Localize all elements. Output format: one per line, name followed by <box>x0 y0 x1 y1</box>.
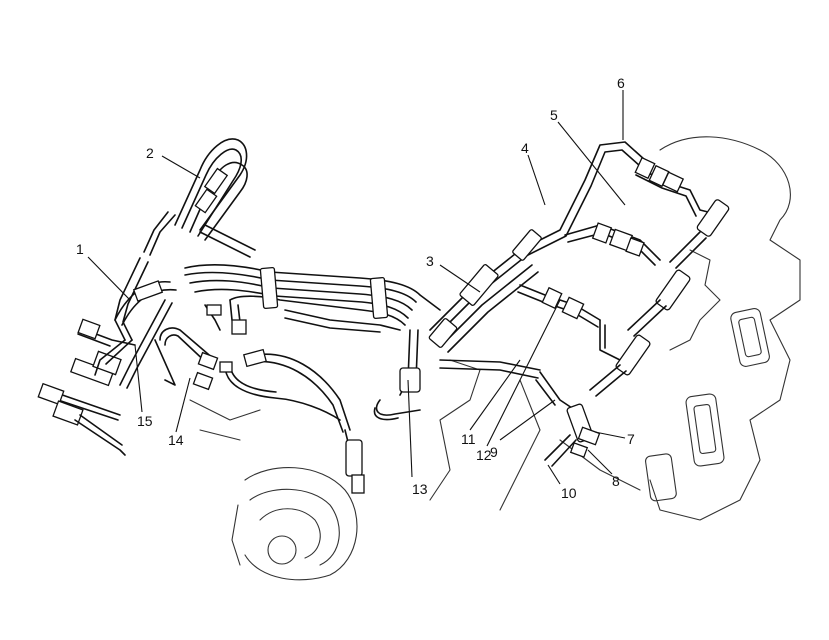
callout-2: 2 <box>146 145 154 161</box>
right-pipe-group <box>428 141 721 411</box>
callout-7: 7 <box>627 431 635 447</box>
left-injector-assembly <box>37 318 136 456</box>
callout-labels: 1 2 3 4 5 6 7 8 9 10 11 12 13 14 15 <box>76 75 635 501</box>
pipe-2-loop <box>143 138 256 258</box>
leader-lines <box>87 90 626 485</box>
callout-14: 14 <box>168 432 184 448</box>
callout-3: 3 <box>426 253 434 269</box>
main-pipe-bundle <box>184 264 441 335</box>
callout-15: 15 <box>137 413 153 429</box>
right-injectors <box>544 199 730 467</box>
injector-upper <box>669 199 730 269</box>
injector-bottom <box>544 403 601 467</box>
callout-4: 4 <box>521 140 529 156</box>
engine-block-outline <box>189 136 801 521</box>
callout-5: 5 <box>550 107 558 123</box>
callout-11: 11 <box>461 431 476 447</box>
callout-6: 6 <box>617 75 625 91</box>
injector-lower <box>589 334 651 397</box>
flywheel-housing <box>231 467 358 581</box>
callout-12: 12 <box>476 447 492 463</box>
injector-middle <box>627 269 691 337</box>
callout-10: 10 <box>561 485 577 501</box>
callout-9: 9 <box>490 444 498 460</box>
callout-1: 1 <box>76 241 84 257</box>
callout-8: 8 <box>612 473 620 489</box>
center-lower-pipes <box>219 329 421 494</box>
callout-13: 13 <box>412 481 428 497</box>
